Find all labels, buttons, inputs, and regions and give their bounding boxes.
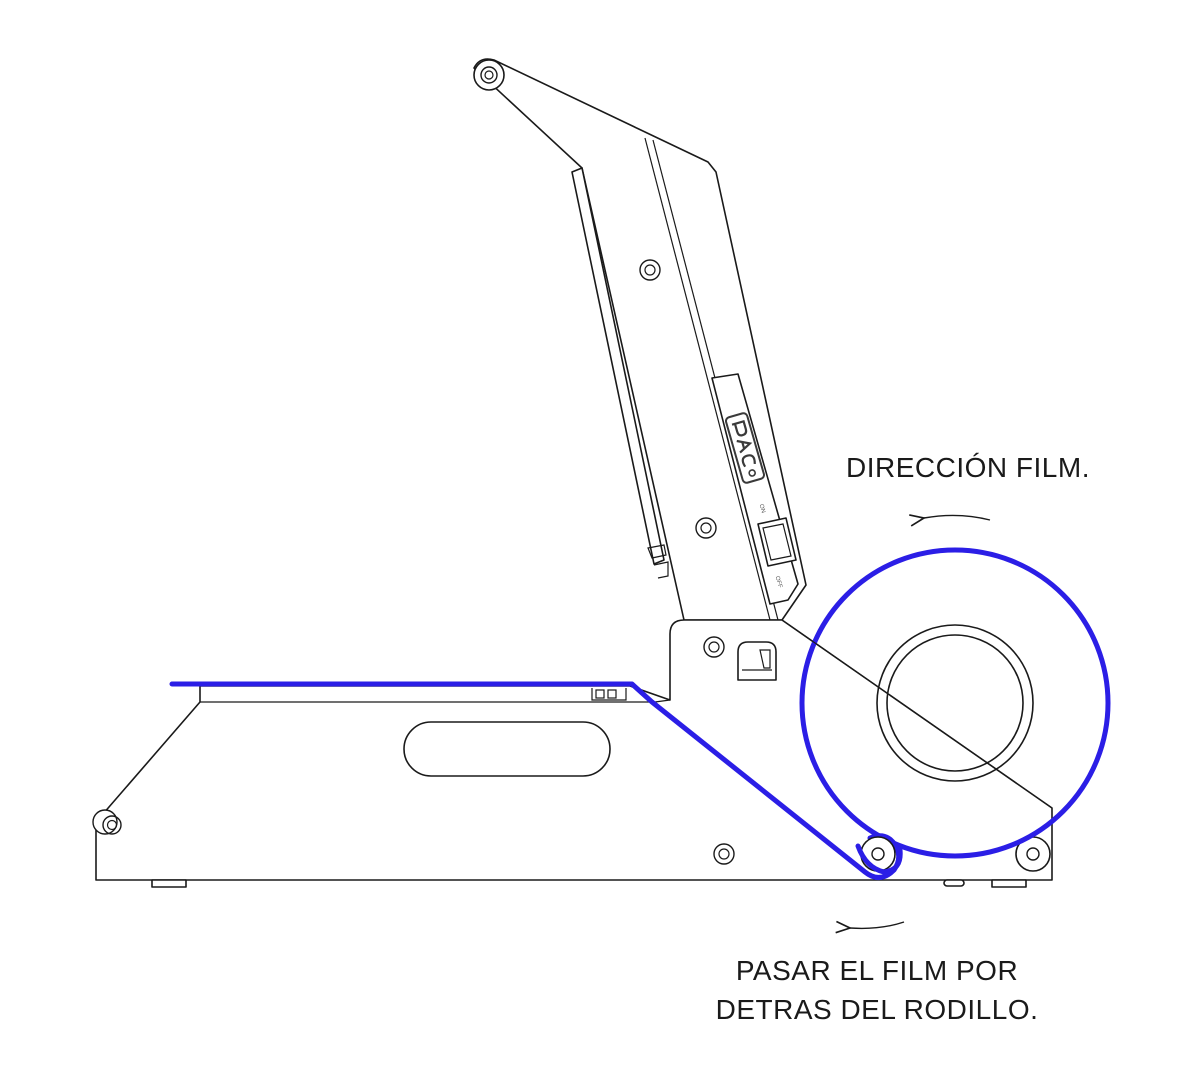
hinge-latch [737,641,777,681]
film-roll-core-inner [886,634,1024,772]
power-switch[interactable] [757,517,797,567]
base-screw-icon [92,809,122,835]
front-roller-icon [860,836,896,872]
brand-logo-icon [725,412,765,484]
base-screw-icon [713,843,735,865]
foot [943,879,965,887]
arm-screw-icon [695,517,717,539]
base-screw-icon [703,636,725,658]
film-roll-outer [799,547,1111,859]
foot [991,879,1027,888]
upper-arm: ON OFF [473,58,807,621]
switch-on-label: ON [758,504,766,514]
instruction-label-line2: DETRAS DEL RODILLO. [716,994,1039,1025]
handle-slot [403,721,611,777]
film-roll [781,547,1111,859]
film-path [169,681,903,880]
instruction-label-line1: PASAR EL FILM POR [736,955,1018,986]
film-roll-core-outer [876,624,1034,782]
top-pivot-icon [473,59,505,91]
sealing-plate [571,167,665,565]
direction-label: DIRECCIÓN FILM. [846,452,1090,483]
foot [151,879,187,888]
machine-base [92,619,1053,888]
switch-off-label: OFF [774,576,783,590]
rear-roller-icon [1015,836,1051,872]
arm-screw-icon [639,259,661,281]
curved-arrow-left-icon [909,514,991,527]
curved-arrow-left-icon [835,920,905,934]
